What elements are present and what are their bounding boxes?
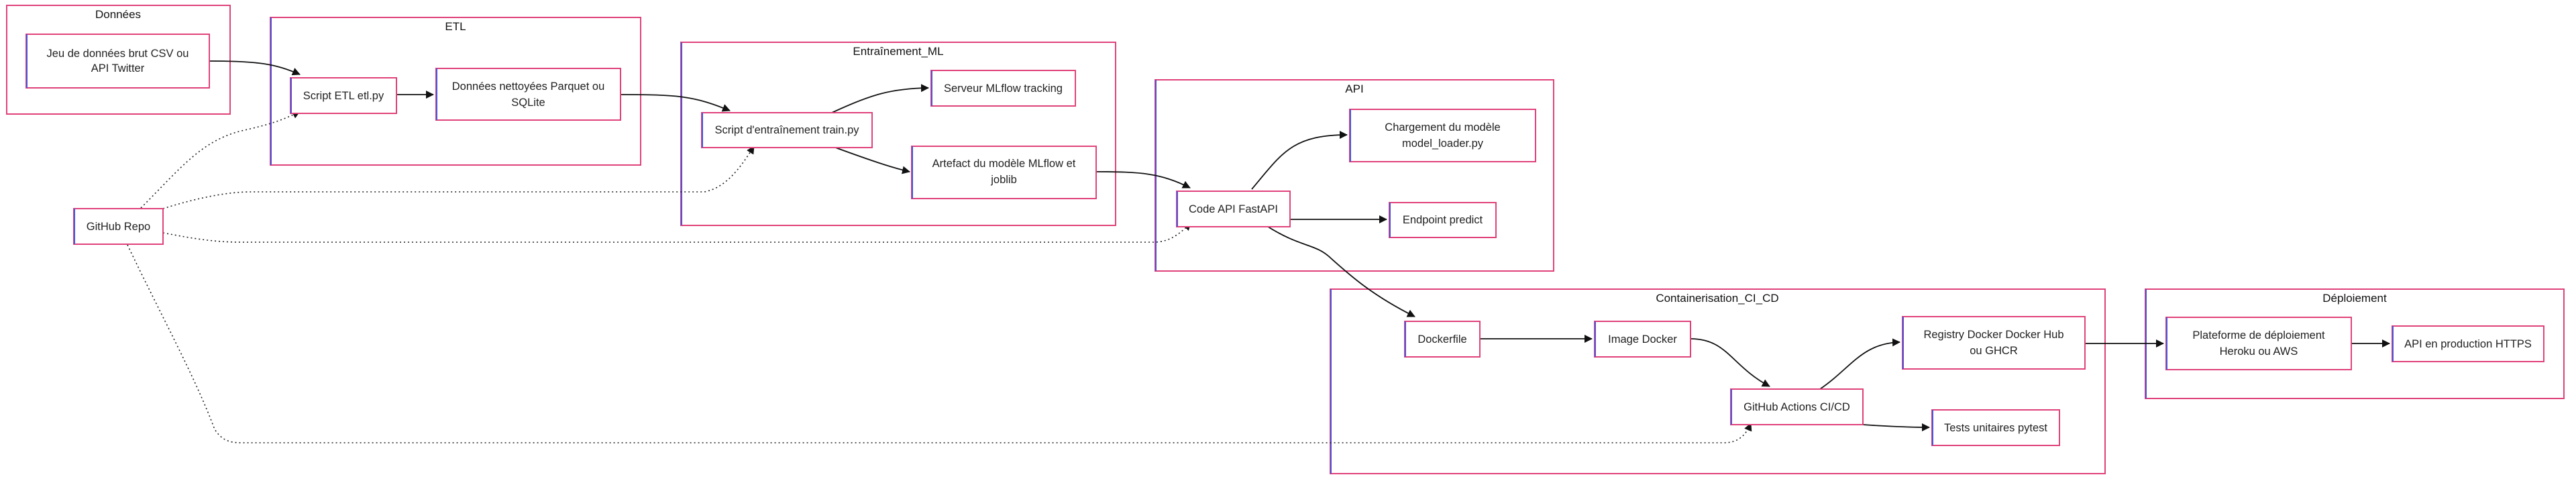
node-model-loading-line-1: Chargement du modèle (1385, 121, 1500, 133)
node-registry-line-2: ou GHCR (1970, 345, 2018, 357)
edges (127, 60, 2390, 443)
node-api-code-box (1176, 191, 1291, 227)
node-registry-box (1902, 316, 2086, 370)
node-etl-script[interactable]: Script ETL etl.py (290, 77, 397, 114)
node-unit-tests[interactable]: Tests unitaires pytest (1931, 409, 2060, 446)
node-model-artifact-line-1: Artefact du modèle MLflow et (932, 158, 1076, 170)
node-clean-data-line-2: SQLite (511, 97, 545, 109)
edge-actions-to-registry (1819, 338, 1900, 390)
cluster-entrainement-ml-accent (681, 42, 682, 225)
cluster-etl-title: ETL (445, 20, 466, 33)
edge-clean-to-train (620, 94, 731, 112)
node-production-api-line-1: API en production HTTPS (2404, 338, 2532, 350)
node-registry[interactable]: Registry Docker Docker Hub ou GHCR (1902, 316, 2086, 370)
node-raw-data-box (25, 34, 210, 89)
node-predict-endpoint-accent (1389, 203, 1391, 237)
node-mlflow-server-box (930, 70, 1076, 107)
node-production-api-box (2392, 325, 2544, 362)
edge-repo-to-api (162, 222, 1191, 243)
cluster-containerisation-title: Containerisation_CI_CD (1656, 292, 1778, 305)
node-unit-tests-line-1: Tests unitaires pytest (1944, 422, 2047, 434)
cluster-api-frame (1155, 79, 1554, 272)
node-train-script[interactable]: Script d'entraînement train.py (701, 112, 873, 148)
node-platform-box (2165, 317, 2352, 370)
cluster-api-title: API (1345, 83, 1363, 95)
node-platform-line-1: Plateforme de déploiement (2192, 329, 2325, 341)
node-train-script-line-1: Script d'entraînement train.py (714, 124, 859, 136)
node-dockerfile[interactable]: Dockerfile (1404, 321, 1481, 358)
node-clean-data[interactable]: Données nettoyées Parquet ou SQLite (435, 68, 621, 121)
node-raw-data-line-2: API Twitter (91, 62, 145, 74)
node-model-artifact-box (911, 146, 1097, 199)
node-unit-tests-accent (1932, 410, 1933, 445)
edge-artifact-to-api (1095, 171, 1191, 189)
node-mlflow-server-line-1: Serveur MLflow tracking (944, 83, 1063, 95)
node-model-loading-line-2: model_loader.py (1402, 138, 1484, 150)
node-raw-data[interactable]: Jeu de données brut CSV ou API Twitter (25, 34, 210, 89)
edge-repo-to-train (162, 146, 755, 209)
node-clean-data-box (435, 68, 621, 121)
node-registry-accent (1902, 317, 1904, 369)
node-raw-data-line-1: Jeu de données brut CSV ou (47, 48, 189, 60)
edge-train-to-mlflow (831, 84, 929, 113)
cluster-api: API (1155, 79, 1554, 272)
node-unit-tests-box (1931, 409, 2060, 446)
edge-api-to-loading (1251, 131, 1348, 190)
edge-api-to-dockerfile (1265, 225, 1415, 317)
node-etl-script-line-1: Script ETL etl.py (303, 90, 384, 102)
node-github-repo-line-1: GitHub Repo (87, 221, 150, 233)
node-etl-script-box (290, 77, 397, 114)
edge-image-to-actions (1690, 338, 1770, 387)
node-platform-accent (2166, 317, 2167, 370)
node-mlflow-server[interactable]: Serveur MLflow tracking (930, 70, 1076, 107)
node-api-code[interactable]: Code API FastAPI (1176, 191, 1291, 227)
node-registry-line-1: Registry Docker Docker Hub (1923, 329, 2063, 341)
node-predict-endpoint-line-1: Endpoint predict (1403, 214, 1483, 226)
node-github-actions-box (1730, 388, 1864, 425)
node-model-artifact-accent (912, 146, 913, 199)
edge-repo-to-actions (127, 244, 1752, 443)
cluster-donnees-title: Données (95, 8, 141, 21)
node-predict-endpoint[interactable]: Endpoint predict (1389, 202, 1497, 238)
node-api-code-line-1: Code API FastAPI (1189, 203, 1278, 215)
node-production-api[interactable]: API en production HTTPS (2392, 325, 2544, 362)
node-model-loading[interactable]: Chargement du modèle model_loader.py (1349, 109, 1536, 162)
node-github-actions-accent (1731, 389, 1732, 425)
node-platform[interactable]: Plateforme de déploiement Heroku ou AWS (2165, 317, 2352, 370)
node-docker-image-box (1594, 321, 1691, 358)
node-github-actions-line-1: GitHub Actions CI/CD (1743, 401, 1850, 413)
node-raw-data-accent (26, 34, 28, 88)
node-mlflow-server-accent (931, 70, 932, 106)
node-api-code-accent (1177, 191, 1178, 227)
node-dockerfile-line-1: Dockerfile (1417, 333, 1466, 345)
edge-raw-to-etl (209, 60, 301, 76)
node-model-loading-box (1349, 109, 1536, 162)
node-model-loading-accent (1350, 109, 1351, 162)
node-platform-line-2: Heroku ou AWS (2220, 345, 2298, 358)
node-model-artifact-line-2: joblib (990, 174, 1017, 186)
node-docker-image-accent (1595, 321, 1596, 357)
cluster-entrainement-ml-title: Entraînement_ML (853, 45, 943, 58)
node-etl-script-accent (290, 78, 292, 113)
edge-actions-to-tests (1862, 423, 1930, 431)
node-clean-data-line-1: Données nettoyées Parquet ou (452, 81, 605, 93)
cluster-deploiement-title: Déploiement (2322, 292, 2387, 305)
node-train-script-box (701, 112, 873, 148)
cluster-etl-accent (270, 17, 272, 165)
node-github-repo[interactable]: GitHub Repo (73, 208, 164, 245)
node-clean-data-accent (436, 68, 437, 120)
cluster-containerisation-accent (1330, 289, 1332, 474)
node-model-artifact[interactable]: Artefact du modèle MLflow et joblib (911, 146, 1097, 199)
node-docker-image[interactable]: Image Docker (1594, 321, 1691, 358)
node-docker-image-line-1: Image Docker (1608, 333, 1677, 345)
node-train-script-accent (702, 113, 703, 148)
edge-train-to-artifact (831, 146, 910, 174)
node-github-actions[interactable]: GitHub Actions CI/CD (1730, 388, 1864, 425)
node-github-repo-accent (74, 209, 75, 244)
node-dockerfile-accent (1405, 321, 1406, 357)
node-production-api-accent (2392, 326, 2394, 362)
